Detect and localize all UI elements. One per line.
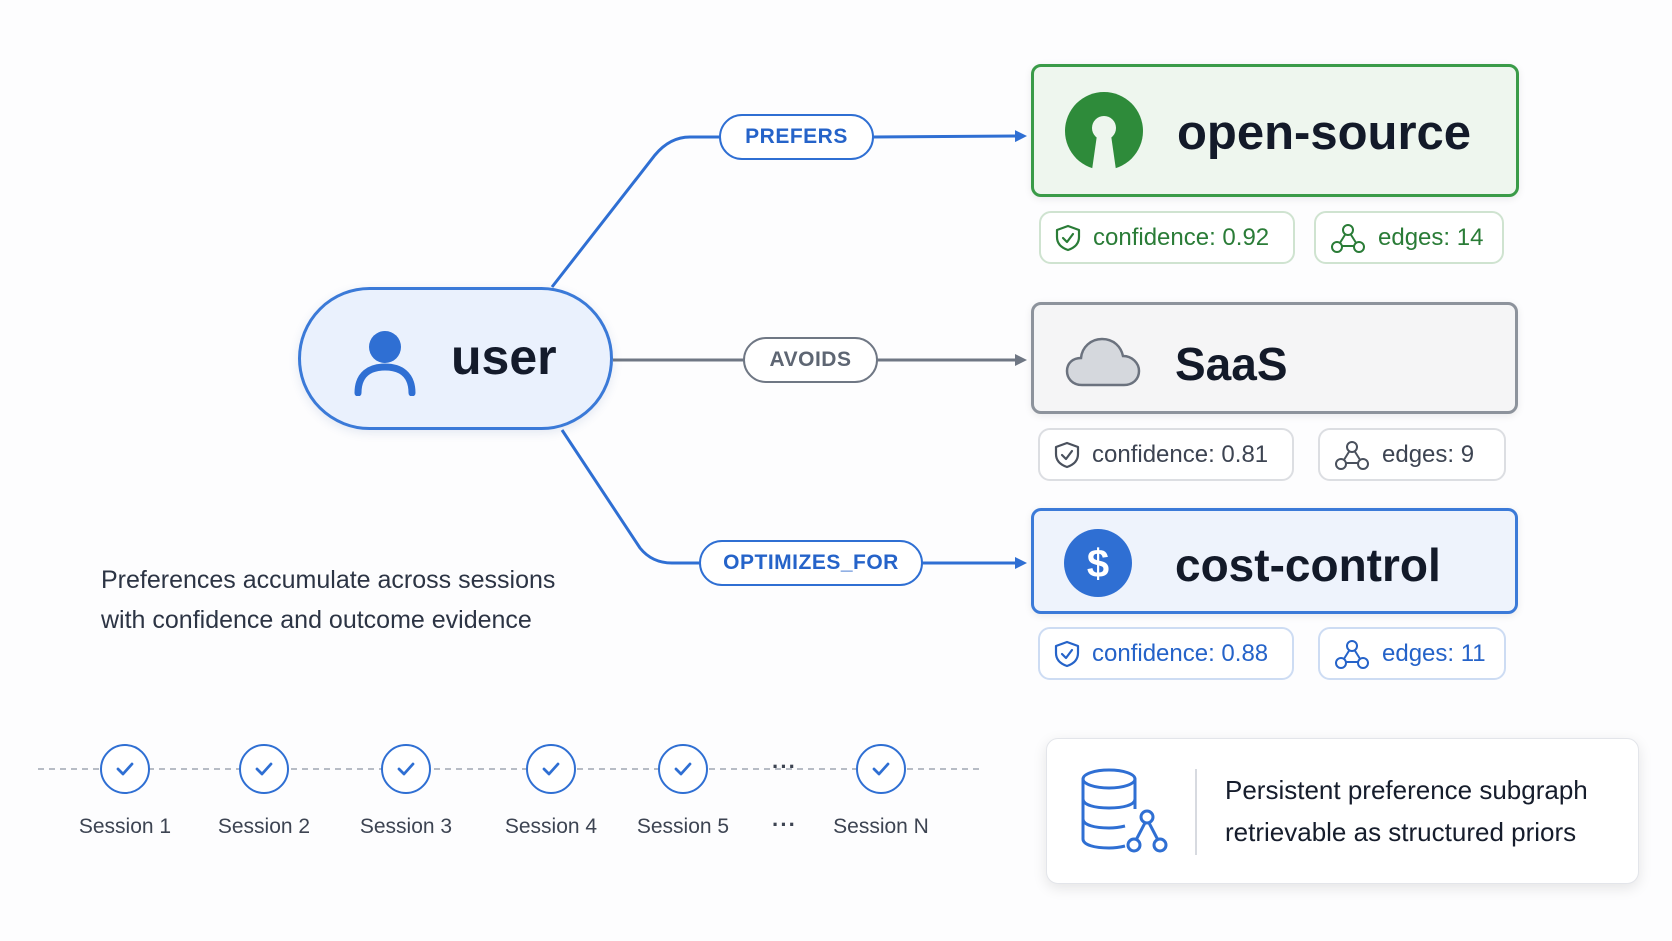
shield-check-icon [1054,441,1080,468]
check-icon [542,762,560,776]
session-marker-n[interactable] [856,744,906,794]
session-label: Session 4 [504,815,598,838]
session-marker-2[interactable] [239,744,289,794]
shield-check-icon [1055,224,1081,251]
edge-label-avoids[interactable]: AVOIDS [743,337,878,383]
graph-nodes-icon [1331,223,1365,253]
session-label: Session 1 [78,815,172,838]
check-icon [872,762,890,776]
prefers-wire [550,135,720,288]
shield-check-icon [1054,640,1080,667]
edges-chip: edges: 11 [1318,627,1506,680]
target-node-cost-control[interactable]: $ cost-control [1031,508,1518,614]
cloud-icon [1065,337,1141,387]
confidence-value: confidence: 0.81 [1092,440,1269,468]
target-node-saas[interactable]: SaaS [1031,302,1518,414]
caption-line-1: Preferences accumulate across sessions [101,566,556,594]
check-icon [116,762,134,776]
edges-value: edges: 9 [1382,440,1475,468]
caption-line-2: with confidence and outcome evidence [101,606,532,634]
session-marker-1[interactable] [100,744,150,794]
edges-chip: edges: 9 [1318,428,1506,481]
database-graph-icon [1081,768,1168,853]
graph-nodes-icon [1335,440,1369,470]
target-label: SaaS [1175,338,1288,390]
info-panel: Persistent preference subgraph retrievab… [1046,738,1639,884]
check-icon [674,762,692,776]
session-label: Session 3 [359,815,453,838]
session-marker-4[interactable] [526,744,576,794]
target-label: cost-control [1175,539,1441,591]
edges-value: edges: 11 [1382,639,1486,667]
session-label: Session N [833,815,929,838]
timeline-ellipsis: ··· [772,754,797,779]
session-label: Session 2 [217,815,311,838]
session-marker-3[interactable] [381,744,431,794]
confidence-chip: confidence: 0.92 [1039,211,1295,264]
optimizes-wire [560,429,700,565]
caption: Preferences accumulate across sessions w… [101,560,621,640]
svg-text:$: $ [1087,542,1109,586]
info-line-1: Persistent preference subgraph [1225,775,1588,805]
session-marker-5[interactable] [658,744,708,794]
session-label-ellipsis: ··· [772,812,797,837]
info-line-2: retrievable as structured priors [1225,817,1577,847]
target-node-open-source[interactable]: open-source [1031,64,1519,197]
edges-value: edges: 14 [1378,223,1484,251]
prefers-arrow [872,130,1027,143]
confidence-chip: confidence: 0.88 [1038,627,1294,680]
panel-divider [1195,769,1197,855]
confidence-value: confidence: 0.88 [1092,639,1269,667]
edge-label-prefers[interactable]: PREFERS [719,114,874,160]
info-panel-text: Persistent preference subgraph retrievab… [1225,769,1625,853]
edges-chip: edges: 14 [1314,211,1504,264]
graph-nodes-icon [1335,639,1369,669]
user-label: user [451,329,557,385]
dollar-icon: $ [1064,529,1132,597]
target-label: open-source [1177,106,1472,160]
edge-label-optimizes-for[interactable]: OPTIMIZES_FOR [699,540,923,586]
user-node[interactable]: user [298,287,613,430]
check-icon [397,762,415,776]
open-source-icon [1065,92,1143,170]
check-icon [255,762,273,776]
session-label: Session 5 [636,815,730,838]
confidence-chip: confidence: 0.81 [1038,428,1294,481]
confidence-value: confidence: 0.92 [1093,223,1270,251]
person-icon [354,331,416,396]
